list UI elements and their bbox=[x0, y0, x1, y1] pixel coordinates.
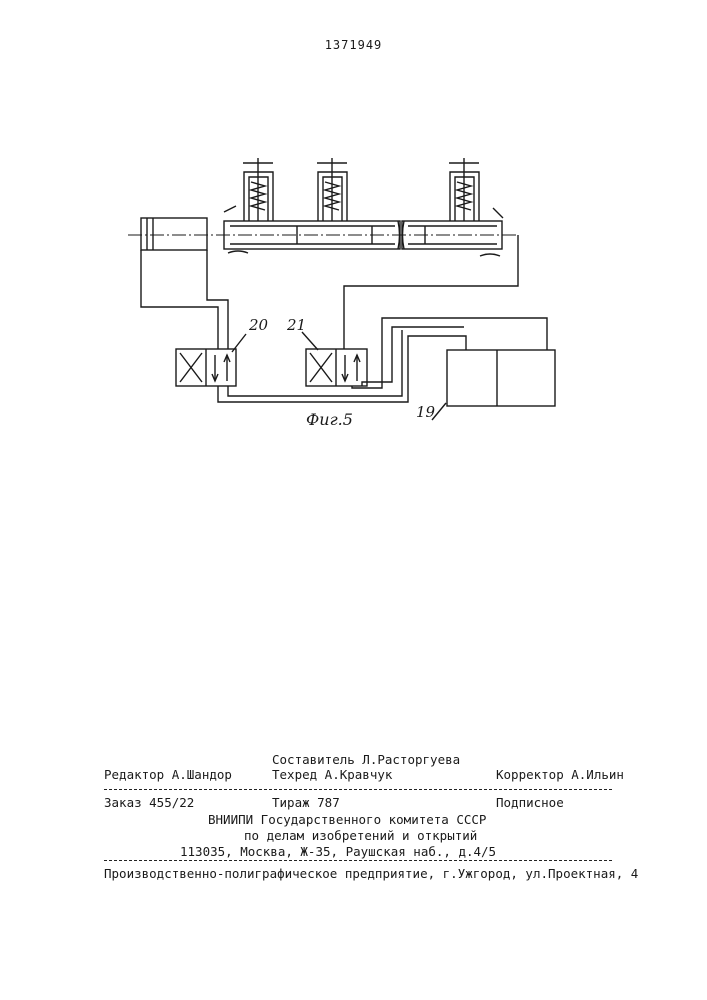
compiler-line: Составитель Л.Расторгуева bbox=[272, 752, 460, 767]
spring-unit-1 bbox=[243, 158, 273, 221]
spring-unit-2 bbox=[317, 158, 347, 221]
subscription-line: Подписное bbox=[496, 795, 564, 810]
printer-line: Производственно-полиграфическое предприя… bbox=[104, 866, 638, 881]
hydraulic-cylinder bbox=[141, 218, 207, 250]
divider-1 bbox=[104, 789, 612, 790]
order-line: Заказ 455/22 bbox=[104, 795, 194, 810]
spring-unit-3 bbox=[449, 158, 479, 221]
org-line-3: 113035, Москва, Ж-35, Раушская наб., д.4… bbox=[180, 844, 496, 859]
org-line-1: ВНИИПИ Государственного комитета СССР bbox=[208, 812, 486, 827]
editor-line: Редактор А.Шандор bbox=[104, 767, 232, 782]
line-valve21-return bbox=[352, 318, 547, 388]
line-valve20-to-unit bbox=[218, 336, 466, 402]
valve-20-label: 20 bbox=[249, 316, 268, 334]
valve-21 bbox=[306, 349, 367, 386]
unit-19-label: 19 bbox=[416, 403, 435, 421]
org-line-2: по делам изобретений и открытий bbox=[244, 828, 477, 843]
unit-19 bbox=[447, 350, 555, 406]
line-rail-to-valve21 bbox=[344, 235, 518, 349]
figure-caption: Фиг.5 bbox=[306, 410, 353, 429]
hydraulic-diagram bbox=[0, 0, 707, 440]
corrector-line: Корректор А.Ильин bbox=[496, 767, 624, 782]
valve-21-label: 21 bbox=[287, 316, 306, 334]
circulation-line: Тираж 787 bbox=[272, 795, 340, 810]
divider-2 bbox=[104, 860, 612, 861]
valve-20 bbox=[176, 349, 236, 386]
techred-line: Техред А.Кравчук bbox=[272, 767, 392, 782]
